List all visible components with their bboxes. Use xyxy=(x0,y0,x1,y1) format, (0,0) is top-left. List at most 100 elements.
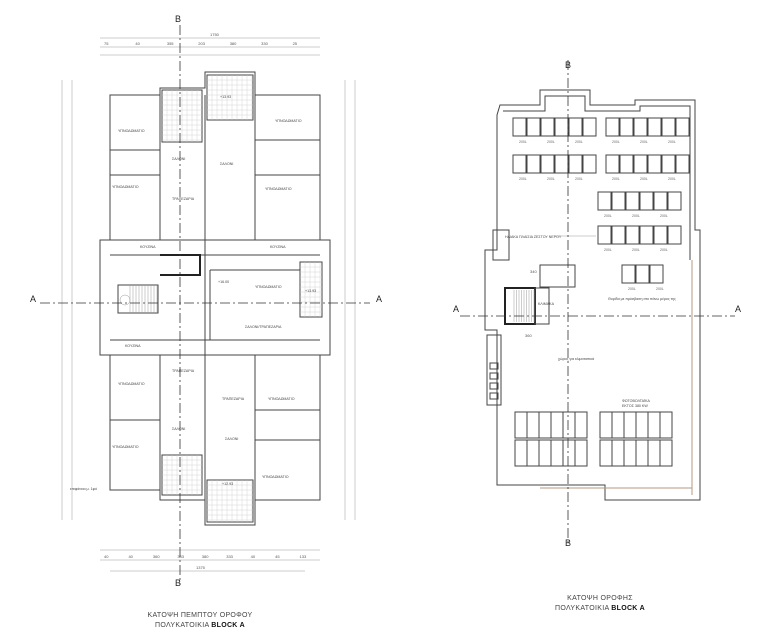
roof-plan: 200L 200L 200L 200L 200L 200L 200L 200L 200L 200L… xyxy=(453,60,741,548)
solar-panel xyxy=(605,154,620,174)
note-text: επιφάνεια μ. 1φό xyxy=(70,487,97,491)
solar-panel xyxy=(512,154,527,174)
left-plan-title: ΚΑΤΟΨΗ ΠΕΜΠΤΟΥ ΟΡΟΦΟΥ ΠΟΛΥΚΑΤΟΙΚΙΑ BLOCK… xyxy=(130,611,270,631)
room-label-bedroom: ΥΠΝΟΔΩΜΑΤΙΟ xyxy=(112,445,139,449)
pv-panel xyxy=(526,411,540,439)
water-tank-label: 200L xyxy=(575,177,583,181)
hatch-note: Θυρίδα με πρόσβαση στο πάνω μέρος της xyxy=(608,297,676,301)
title-line: ΚΑΤΟΨΗ ΟΡΟΦΗΣ xyxy=(567,595,633,602)
solar-panel xyxy=(526,154,541,174)
dimension-label: 333 xyxy=(226,554,233,559)
title-line: ΚΑΤΟΨΗ ΠΕΜΠΤΟΥ ΟΡΟΦΟΥ xyxy=(147,612,253,619)
water-tank-label: 200L xyxy=(632,214,640,218)
level-mark: +13.93 xyxy=(220,95,231,99)
ac-units xyxy=(486,334,502,406)
pv-panel xyxy=(538,439,552,467)
water-tank-label: 200L xyxy=(519,140,527,144)
title-block: BLOCK A xyxy=(211,622,246,629)
pv-panel xyxy=(599,411,613,439)
stair-dimension: 340 xyxy=(530,269,537,274)
room-label-dining: ΤΡΑΠΕΖΑΡΙΑ xyxy=(172,197,195,201)
room-label-living: ΣΑΛΟΝΙ xyxy=(225,437,238,441)
room-label-kitchen: ΚΟΥΖΙΝΑ xyxy=(125,344,141,348)
ac-area-label: χώρος για κλιματιστικά xyxy=(558,357,594,361)
solar-panel xyxy=(568,117,583,137)
dimension-label: 360 xyxy=(153,554,160,559)
level-mark: +13.93 xyxy=(305,289,316,293)
solar-panel xyxy=(639,191,654,211)
dimension-label: 75 xyxy=(104,41,109,46)
solar-panel xyxy=(568,154,583,174)
room-label-kitchen: ΚΟΥΖΙΝΑ xyxy=(140,245,156,249)
dimension-label: 40 xyxy=(251,554,256,559)
dimension-label: 40 xyxy=(135,41,140,46)
room-label-bedroom: ΥΠΝΟΔΩΜΑΤΙΟ xyxy=(118,382,145,386)
solar-panel xyxy=(582,117,597,137)
pv-panel xyxy=(635,411,649,439)
room-label-living: ΣΑΛΟΝΙ xyxy=(220,162,233,166)
solar-panel xyxy=(526,117,541,137)
dimension-label: 40 xyxy=(104,554,109,559)
pv-panel xyxy=(635,439,649,467)
solar-panel xyxy=(667,191,682,211)
solar-panel xyxy=(675,117,690,137)
pv-panel xyxy=(550,439,564,467)
pv-panel xyxy=(659,439,673,467)
pv-panel xyxy=(526,439,540,467)
solar-panel xyxy=(633,117,648,137)
staircase xyxy=(117,284,159,314)
pv-panel xyxy=(538,411,552,439)
level-mark: +16.00 xyxy=(218,280,229,284)
solar-panel xyxy=(647,117,662,137)
water-tank-label: 200L xyxy=(612,140,620,144)
room-label-living: ΣΑΛΟΝΙ xyxy=(172,157,185,161)
pv-panel xyxy=(514,411,528,439)
dimension-label: 25 xyxy=(293,41,298,46)
dimension-label: 203 xyxy=(198,41,205,46)
water-tank-label: 200L xyxy=(604,248,612,252)
section-marker-b-top: B xyxy=(175,14,181,24)
pv-panel xyxy=(647,411,661,439)
pv-panel xyxy=(574,411,588,439)
solar-panel xyxy=(554,117,569,137)
water-tank-label: 200L xyxy=(660,214,668,218)
dimension-total-bottom: 1375 xyxy=(196,565,206,570)
roof-outline xyxy=(484,89,701,501)
pv-panel xyxy=(562,439,576,467)
water-tank-label: 200L xyxy=(640,140,648,144)
pv-panel xyxy=(623,411,637,439)
solar-panel xyxy=(582,154,597,174)
water-tank-label: 200L xyxy=(632,248,640,252)
solar-panel xyxy=(625,225,640,245)
water-tank-label: 200L xyxy=(668,177,676,181)
pv-panel xyxy=(623,439,637,467)
roof-staircase: ΚΛΙΜΑΚΑ 340 360 xyxy=(492,229,576,338)
solar-panel xyxy=(635,264,650,284)
dimension-label: 45 xyxy=(275,554,280,559)
water-tank-label: 200L xyxy=(575,140,583,144)
title-building: ΠΟΛΥΚΑΤΟΙΚΙΑ xyxy=(554,605,610,612)
section-marker-b-bottom: B xyxy=(565,538,571,548)
water-tank-label: 200L xyxy=(656,287,664,291)
pv-panel xyxy=(562,411,576,439)
solar-panel xyxy=(619,154,634,174)
room-label-living-dining: ΣΑΛΟΝΙ/ΤΡΑΠΕΖΑΡΙΑ xyxy=(245,325,282,329)
solar-panel xyxy=(605,117,620,137)
water-tank-label: 200L xyxy=(668,140,676,144)
room-label-bedroom: ΥΠΝΟΔΩΜΑΤΙΟ xyxy=(255,285,282,289)
room-label-dining: ΤΡΑΠΕΖΑΡΙΑ xyxy=(172,369,195,373)
dimension-total-top: 1750 xyxy=(210,32,220,37)
pv-panel xyxy=(514,439,528,467)
solar-panel xyxy=(675,154,690,174)
title-building: ΠΟΛΥΚΑΤΟΙΚΙΑ xyxy=(154,622,210,629)
water-tank-label: 200L xyxy=(604,214,612,218)
pv-label: ΦΩΤΟΒΟΛΤΑΪΚΑ xyxy=(622,399,650,403)
pv-panel xyxy=(659,411,673,439)
section-marker-b-top: B xyxy=(565,60,571,70)
section-marker-b-bottom: B xyxy=(175,578,181,588)
water-tank-label: 200L xyxy=(640,177,648,181)
balcony xyxy=(161,74,323,523)
solar-panel xyxy=(540,154,555,174)
water-tank-label: 200L xyxy=(519,177,527,181)
right-plan-title: ΚΑΤΟΨΗ ΟΡΟΦΗΣ ΠΟΛΥΚΑΤΟΙΚΙΑ BLOCK A xyxy=(540,594,660,614)
